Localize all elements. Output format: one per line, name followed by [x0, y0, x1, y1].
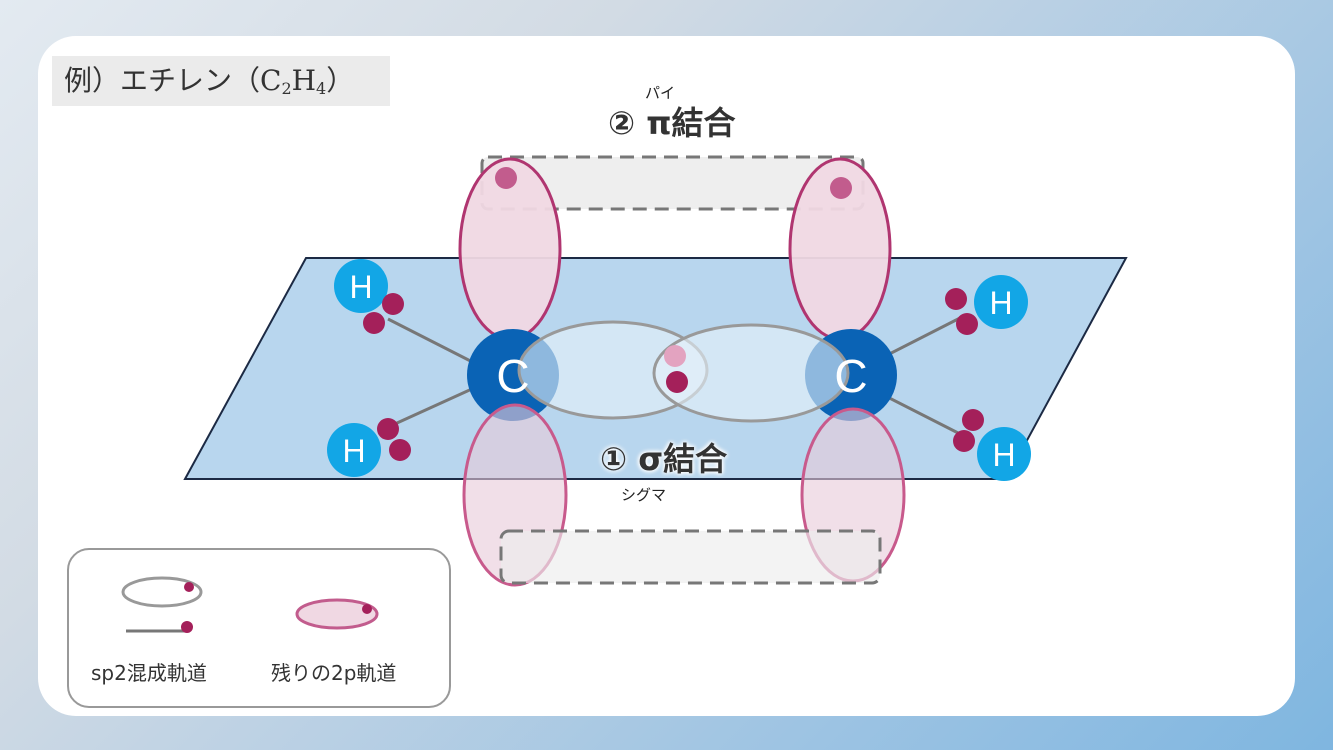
hydrogen-label: H	[342, 433, 365, 469]
legend: sp2混成軌道 残りの2p軌道	[67, 548, 451, 708]
hydrogen-label: H	[349, 269, 372, 305]
legend-p-orbital-icon	[295, 598, 379, 630]
electron-dot	[666, 371, 688, 393]
legend-sp2-orbital-icon	[121, 576, 203, 608]
hydrogen-atom	[977, 427, 1031, 481]
legend-p-label: 残りの2p軌道	[271, 661, 397, 685]
hydrogen-atom	[974, 275, 1028, 329]
electron-dot	[362, 604, 372, 614]
hydrogen-atom	[327, 423, 381, 477]
pi-bond-ruby: パイ	[645, 84, 676, 102]
legend-sp2-label: sp2混成軌道	[91, 661, 207, 685]
electron-dot	[953, 430, 975, 452]
electron-dot	[389, 439, 411, 461]
electron-dot	[945, 288, 967, 310]
electron-dot	[495, 167, 517, 189]
electron-dot	[181, 621, 193, 633]
electron-dot	[382, 293, 404, 315]
sigma-bond-label: ① σ結合	[600, 440, 728, 478]
electron-dot	[363, 312, 385, 334]
sigma-bond-ruby: シグマ	[621, 486, 667, 504]
electron-dot	[962, 409, 984, 431]
hydrogen-atom	[334, 259, 388, 313]
hydrogen-label: H	[992, 437, 1015, 473]
electron-dot	[664, 345, 686, 367]
sp2-orbital-right	[652, 323, 850, 423]
carbon-label: C	[834, 350, 867, 402]
pi-bond-label: ② π結合	[608, 104, 736, 142]
electron-dot	[377, 418, 399, 440]
legend-symbols	[121, 576, 379, 633]
pi-bond-region-bottom	[499, 529, 882, 585]
electron-dot	[184, 582, 194, 592]
carbon-label: C	[496, 350, 529, 402]
electron-dot	[830, 177, 852, 199]
title-background	[52, 56, 390, 106]
page-title: 例）エチレン（C2H4）	[64, 64, 355, 98]
electron-dot	[956, 313, 978, 335]
hydrogen-label: H	[989, 285, 1012, 321]
